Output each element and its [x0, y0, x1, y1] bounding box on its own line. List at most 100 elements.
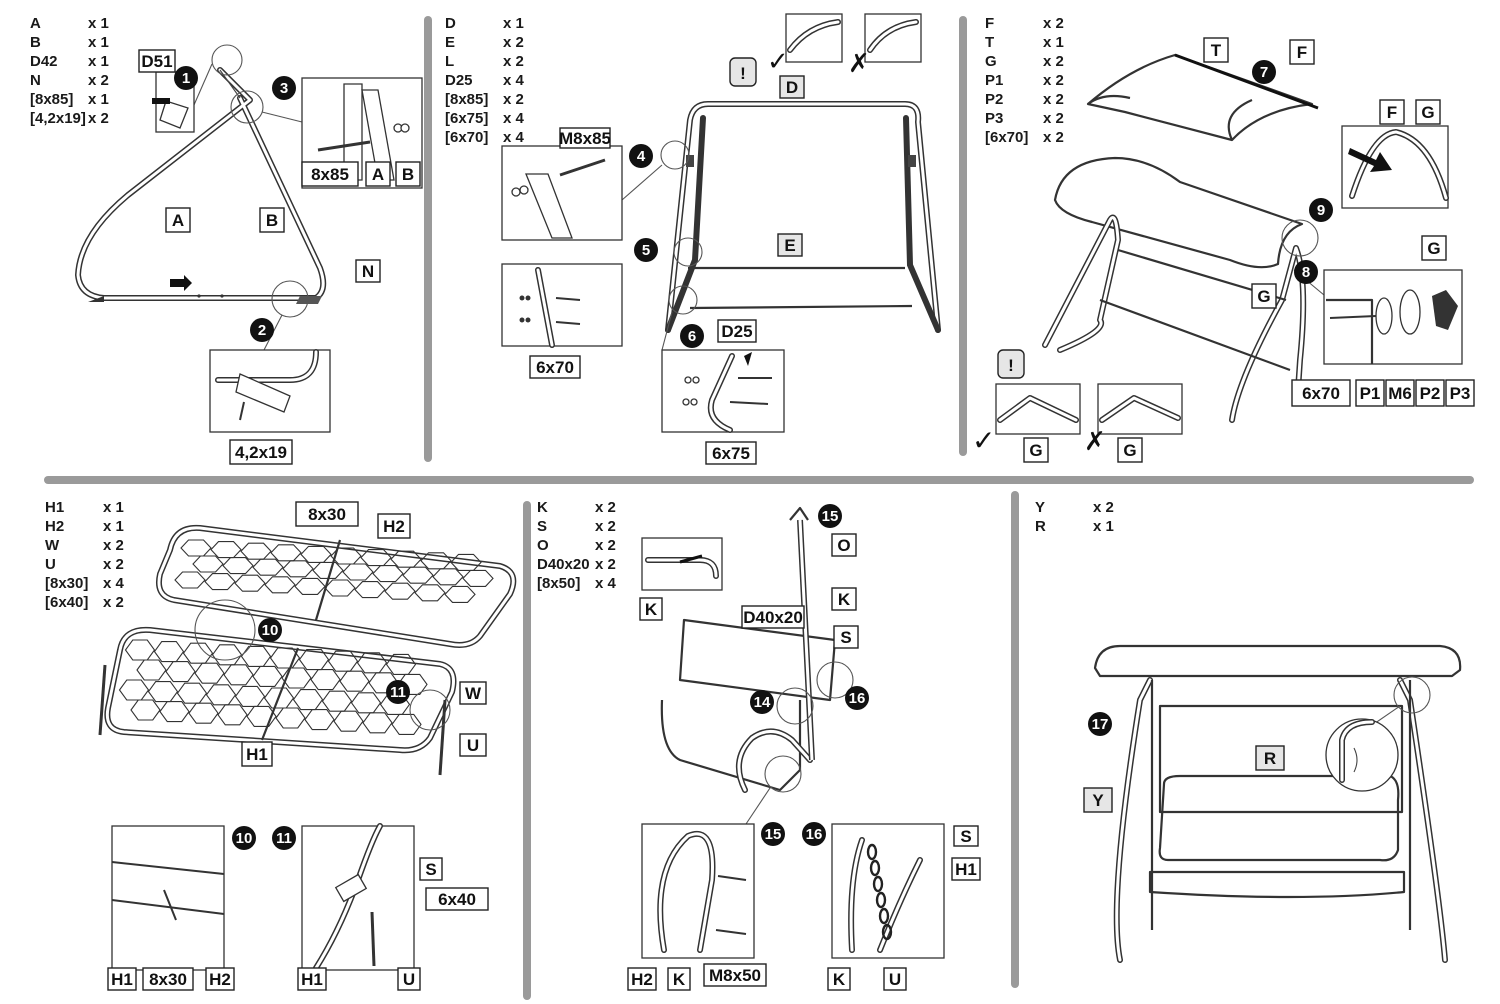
- callout-label: H2: [631, 970, 653, 989]
- hex-net-pattern: [118, 539, 494, 735]
- callout-label: 6x70: [1302, 384, 1340, 403]
- callout-label: K: [645, 600, 658, 619]
- callout-label: K: [673, 970, 686, 989]
- callout-f: F: [1289, 39, 1315, 65]
- bolt-detail-m8x85: [511, 158, 606, 239]
- part-qty: x 4: [595, 575, 616, 592]
- callout-label: 8x85: [311, 165, 349, 184]
- complete-swing-drawing: [1093, 644, 1462, 963]
- part-qty: x 1: [88, 34, 109, 51]
- callout-label: U: [889, 970, 901, 989]
- callout-label: H2: [209, 970, 231, 989]
- step-number: 10: [262, 622, 279, 639]
- callout-label: A: [172, 211, 184, 230]
- callout-label: 6x75: [712, 444, 750, 463]
- part-qty: x 1: [1093, 518, 1114, 535]
- callout-label: H1: [246, 745, 268, 764]
- step-10-marker: 10: [258, 618, 282, 642]
- callout-label: M8x50: [709, 966, 761, 985]
- callout-g: G: [1251, 283, 1277, 309]
- step-number: 14: [754, 694, 771, 711]
- callout-g: G: [1421, 235, 1447, 261]
- part-qty: x 2: [503, 34, 524, 51]
- part-row: [8x50]x 4: [537, 574, 616, 593]
- part-qty: x 2: [503, 91, 524, 108]
- chain-detail: [848, 837, 923, 953]
- callout-label: F: [1297, 43, 1307, 62]
- part-code: K: [537, 499, 548, 516]
- callout-label: U: [403, 970, 415, 989]
- callout-s: S: [833, 625, 859, 649]
- callout-a: A: [165, 207, 191, 233]
- bolt-detail-6x70: [519, 267, 581, 348]
- callout-label: G: [1123, 441, 1136, 460]
- part-qty: x 2: [1043, 53, 1064, 70]
- seat-joint-detail: [111, 861, 225, 921]
- callout-n: N: [355, 259, 381, 283]
- callout-label: G: [1029, 441, 1042, 460]
- callout-p2: P2: [1415, 379, 1445, 407]
- part-code: D25: [445, 72, 473, 89]
- part-code: [6x40]: [45, 594, 89, 611]
- part-code: N: [30, 72, 41, 89]
- warning-icon-2: !: [1008, 356, 1014, 375]
- canopy-drawing: [1042, 53, 1319, 423]
- step-number: 9: [1317, 202, 1325, 219]
- callout-label: 4,2x19: [235, 443, 287, 462]
- callout-b6x75: 6x75: [705, 441, 757, 465]
- callout-r: R: [1255, 745, 1285, 771]
- part-qty: x 2: [103, 556, 124, 573]
- callout-b: B: [259, 207, 285, 233]
- callout-h2: H2: [205, 967, 235, 991]
- callout-h1: H1: [951, 857, 981, 881]
- callout-b6x70: 6x70: [1291, 379, 1351, 407]
- callout-e: E: [777, 233, 803, 257]
- callout-h1: H1: [297, 967, 327, 991]
- callout-p1: P1: [1355, 379, 1385, 407]
- part-code: G: [985, 53, 997, 70]
- bolt-detail-6x75: [682, 352, 772, 433]
- callout-label: M8x85: [559, 129, 611, 148]
- step-16-marker: 16: [845, 686, 869, 710]
- part-row: [6x75]x 4: [445, 109, 524, 128]
- step-15-marker: 15: [818, 504, 842, 528]
- step-number: 11: [276, 830, 292, 847]
- part-qty: x 1: [503, 15, 524, 32]
- callout-s: S: [953, 825, 979, 847]
- part-qty: x 2: [1043, 72, 1064, 89]
- callout-b8x85: 8x85: [301, 161, 359, 187]
- step-15-marker-detail: 15: [761, 822, 785, 846]
- step-number: 3: [280, 80, 288, 97]
- callout-d25: D25: [717, 319, 757, 343]
- bolt-detail-8x85: [317, 83, 410, 181]
- part-code: [6x75]: [445, 110, 489, 127]
- step-6-marker: 6: [680, 324, 704, 348]
- part-code: S: [537, 518, 548, 535]
- part-code: E: [445, 34, 456, 51]
- part-code: R: [1035, 518, 1046, 535]
- callout-label: W: [465, 684, 482, 703]
- callout-d40x20: D40x20: [741, 605, 805, 629]
- part-code: H1: [45, 499, 65, 516]
- callout-label: D25: [721, 322, 752, 341]
- part-qty: x 2: [503, 53, 524, 70]
- step-4-marker: 4: [629, 144, 653, 168]
- step-number: 6: [688, 328, 696, 345]
- callout-label: 8x30: [308, 505, 346, 524]
- part-row: [6x70]x 2: [985, 128, 1064, 147]
- part-code: [6x70]: [445, 129, 489, 146]
- part-row: [6x70]x 4: [445, 128, 524, 147]
- step-number: 7: [1260, 64, 1268, 81]
